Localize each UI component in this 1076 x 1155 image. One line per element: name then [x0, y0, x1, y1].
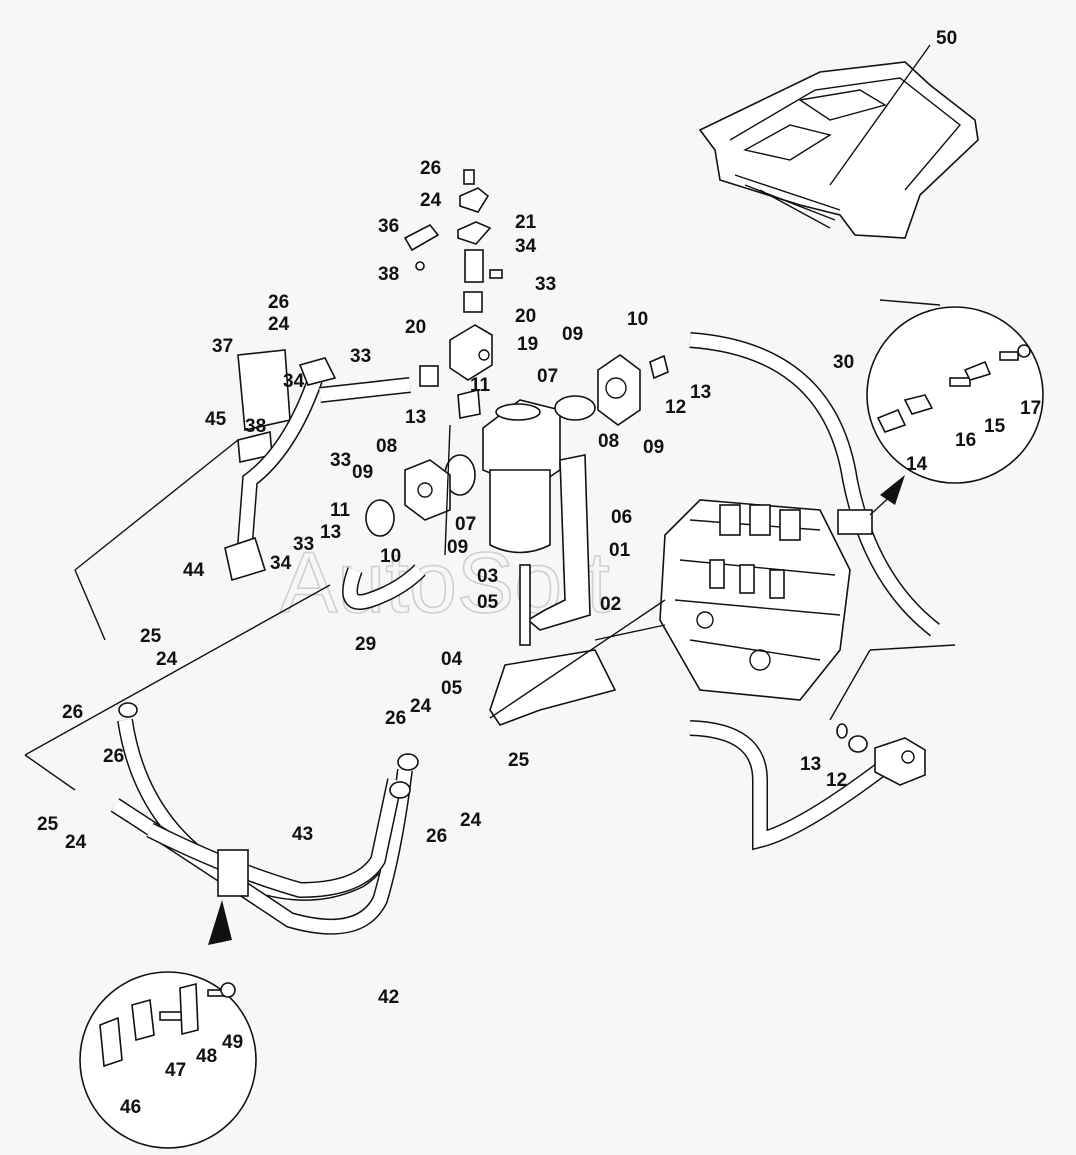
label-01: 01: [609, 540, 631, 561]
label-09-lower: 09: [447, 537, 468, 558]
hose-29: [342, 499, 426, 610]
label-13-mid: 13: [405, 407, 426, 428]
label-17: 17: [1020, 398, 1041, 419]
detail-clamp-lower: [79, 900, 257, 1149]
label-16: 16: [955, 430, 976, 451]
label-24-mid: 24: [410, 696, 432, 717]
label-37: 37: [212, 336, 233, 357]
detail-clamp-upper: [866, 306, 1044, 516]
label-10-top: 10: [627, 309, 648, 330]
leader-lines: [24, 299, 956, 791]
right-return-pipe: [689, 720, 926, 851]
detail-pointer-icon: [880, 475, 905, 505]
label-36: 36: [378, 216, 399, 237]
label-24-bottom: 24: [65, 832, 87, 853]
label-33-lower: 33: [293, 534, 314, 555]
label-05: 05: [477, 592, 499, 613]
label-24: 24: [420, 190, 442, 211]
label-03: 03: [477, 566, 498, 587]
label-13-right: 13: [800, 754, 821, 775]
label-33-mid: 33: [330, 450, 351, 471]
label-45: 45: [205, 409, 227, 430]
label-08-right: 08: [598, 431, 619, 452]
label-13-top: 13: [690, 382, 711, 403]
label-24-left: 24: [268, 314, 290, 335]
label-12-top: 12: [665, 397, 686, 418]
label-38: 38: [378, 264, 399, 285]
label-24-lower: 24: [156, 649, 178, 670]
label-25-bottom: 25: [37, 814, 59, 835]
label-47: 47: [165, 1060, 186, 1081]
label-06: 06: [611, 507, 632, 528]
callout-labels: 50 26 24 21 36 34 38 33 20 26 24 37 33 2…: [37, 28, 1041, 1118]
label-05-lower: 05: [441, 678, 463, 699]
label-48: 48: [196, 1046, 217, 1067]
detail-pointer-icon-2: [208, 900, 232, 945]
control-valve: [659, 499, 851, 701]
label-33: 33: [535, 274, 556, 295]
label-34-left: 34: [283, 371, 305, 392]
label-34-lower: 34: [270, 553, 292, 574]
label-26-left: 26: [268, 292, 289, 313]
label-09-right: 09: [643, 437, 664, 458]
label-21: 21: [515, 212, 537, 233]
label-50: 50: [936, 28, 957, 49]
label-11-top: 11: [470, 375, 491, 396]
label-11-mid: 11: [330, 500, 351, 521]
label-09-mid: 09: [352, 462, 373, 483]
label-29: 29: [355, 634, 376, 655]
label-30: 30: [833, 352, 854, 373]
label-42: 42: [378, 987, 399, 1008]
label-25-top: 25: [140, 626, 162, 647]
label-02: 02: [600, 594, 621, 615]
label-07-mid: 07: [455, 514, 476, 535]
label-49: 49: [222, 1032, 243, 1053]
label-26-mid: 26: [385, 708, 406, 729]
label-19: 19: [517, 334, 538, 355]
hose-30: [689, 332, 940, 637]
label-20: 20: [515, 306, 536, 327]
label-08-mid: 08: [376, 436, 397, 457]
label-09-top: 09: [562, 324, 583, 345]
label-10-lower: 10: [380, 546, 401, 567]
left-pipe-assembly: [224, 349, 411, 582]
label-04: 04: [441, 649, 463, 670]
label-26: 26: [420, 158, 441, 179]
label-44: 44: [183, 560, 205, 581]
filter-head-fittings: [403, 169, 503, 419]
label-33-left: 33: [350, 346, 371, 367]
label-12-right: 12: [826, 770, 847, 791]
label-38-left: 38: [245, 416, 266, 437]
label-26-bottom: 26: [103, 746, 124, 767]
label-25-right: 25: [508, 750, 530, 771]
label-26-right: 26: [426, 826, 447, 847]
mounting-bracket-02: [489, 454, 617, 726]
hoses-42-43: [110, 702, 419, 935]
label-15: 15: [984, 416, 1006, 437]
label-34: 34: [515, 236, 537, 257]
line-filter-01: [404, 354, 669, 554]
label-43: 43: [292, 824, 313, 845]
label-20-left: 20: [405, 317, 426, 338]
label-26-lower: 26: [62, 702, 83, 723]
label-46: 46: [120, 1097, 141, 1118]
label-24-right: 24: [460, 810, 482, 831]
label-13-lower: 13: [320, 522, 341, 543]
label-07-top: 07: [537, 366, 558, 387]
label-14: 14: [906, 454, 928, 475]
floor-mat-50: [698, 44, 979, 239]
